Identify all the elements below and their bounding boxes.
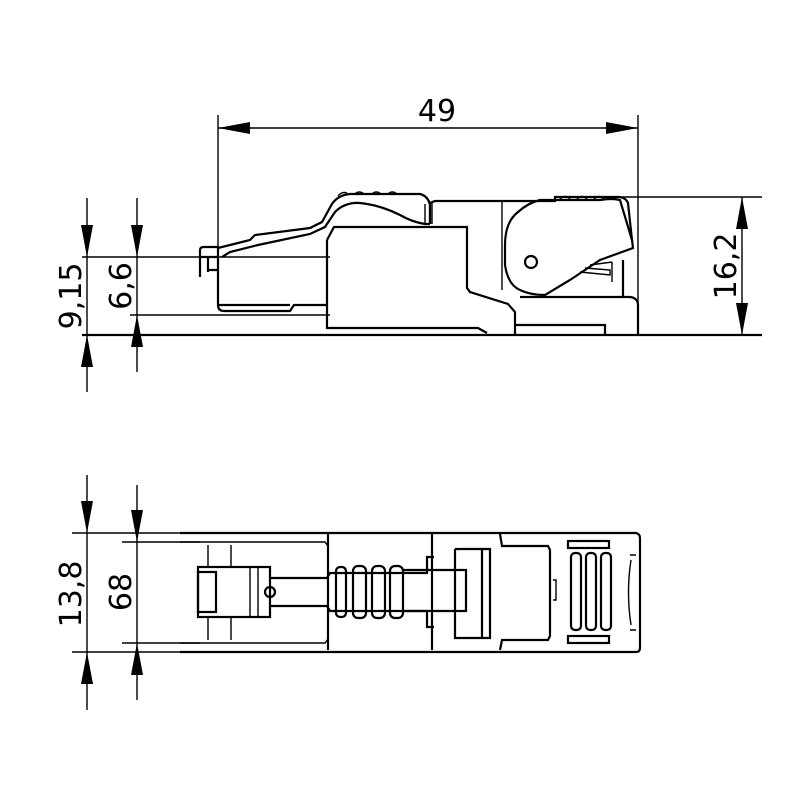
dimension-label-length: 49 [418, 94, 456, 129]
arrowhead [81, 225, 93, 257]
arrowhead [131, 510, 143, 542]
connector-top-outline [180, 531, 642, 654]
contact-slot [584, 551, 598, 632]
arrowhead [81, 501, 93, 533]
dimension-label-width-total: 13,8 [54, 561, 89, 628]
arrowhead [131, 315, 143, 347]
dimension-label-height-contact: 6,6 [104, 262, 139, 310]
contact-bar [566, 539, 611, 550]
front-latch [196, 565, 272, 619]
dimension-label-width-plug: 68 [104, 573, 139, 611]
contact-bar [566, 634, 611, 645]
side-view: 49 16,2 9,15 6,6 [54, 94, 762, 392]
dimension-label-height-total: 16,2 [709, 233, 744, 300]
dimension-label-height-plug: 9,15 [54, 263, 89, 330]
arrowhead [218, 122, 250, 134]
arrowhead [81, 652, 93, 684]
contact-slot [569, 551, 583, 632]
arrowhead [736, 197, 748, 229]
arrowhead [606, 122, 638, 134]
arrowhead [131, 225, 143, 257]
arrowhead [81, 335, 93, 367]
pivot-pin [523, 254, 539, 270]
connector-side-outline [198, 191, 640, 335]
arrowhead [736, 303, 748, 335]
arrowhead [131, 643, 143, 675]
top-view: 13,8 68 [54, 475, 642, 710]
contact-slot [599, 551, 613, 632]
